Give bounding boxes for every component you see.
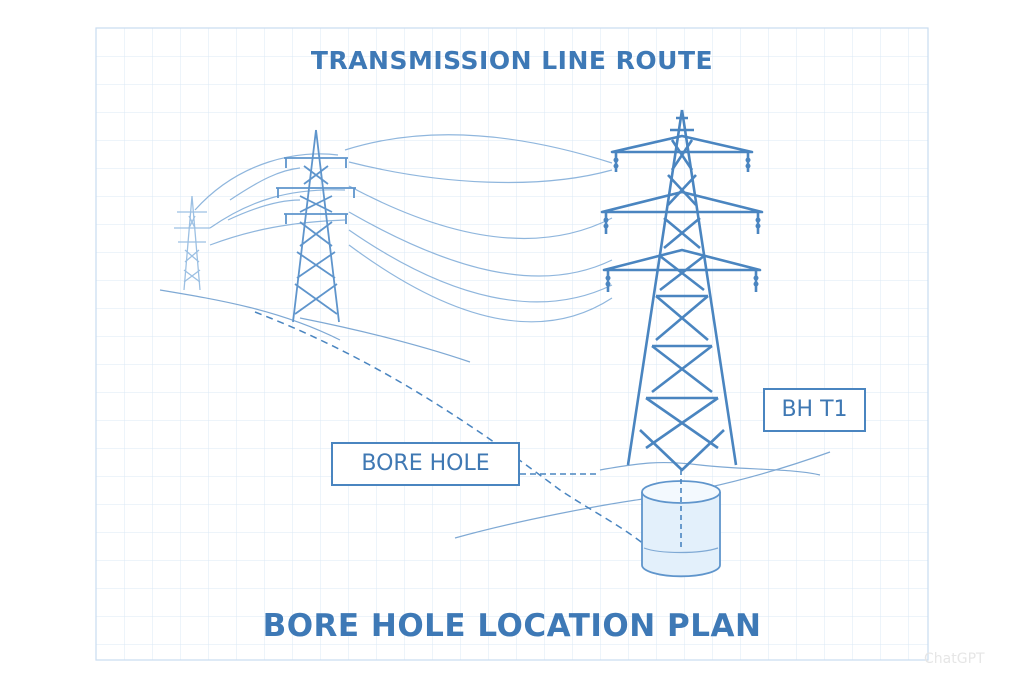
bore-hole-cylinder bbox=[641, 470, 721, 578]
far-tower bbox=[174, 195, 210, 291]
borehole-id-label: BH T1 bbox=[763, 388, 866, 432]
drawing-title: TRANSMISSION LINE ROUTE bbox=[310, 46, 714, 75]
bore-hole-label: BORE HOLE bbox=[331, 442, 520, 486]
grid-background bbox=[95, 27, 929, 661]
insulators bbox=[603, 157, 761, 287]
middle-tower bbox=[276, 129, 356, 323]
conductor-lines bbox=[194, 134, 613, 323]
plan-title: BORE HOLE LOCATION PLAN bbox=[262, 608, 762, 644]
watermark: ChatGPT bbox=[924, 651, 985, 667]
route-dashed-line bbox=[254, 311, 646, 546]
